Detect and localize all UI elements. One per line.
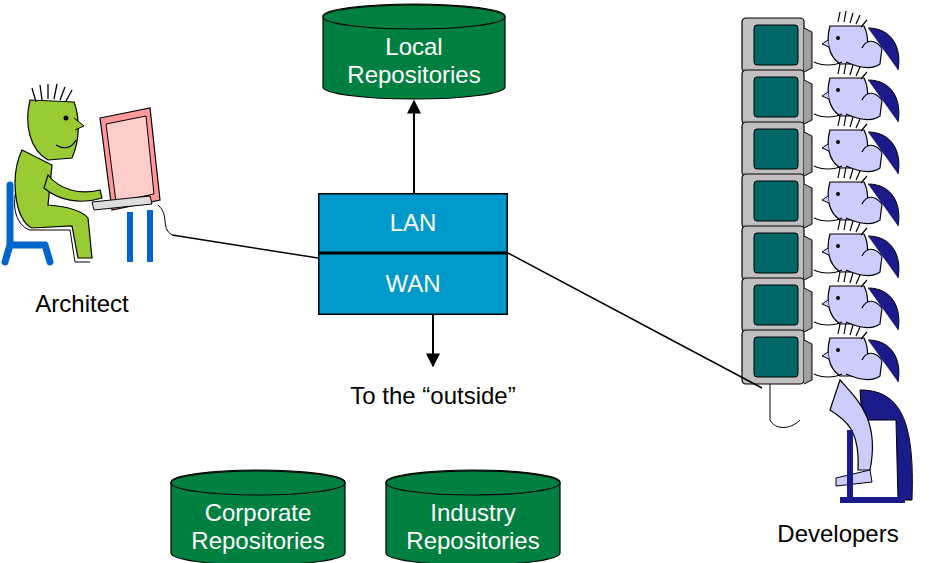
- repository-cylinder: Corporate Repositories: [170, 470, 346, 563]
- node-text: WAN: [385, 270, 440, 298]
- actor-label: Developers: [775, 520, 900, 548]
- actor-label: Architect: [33, 290, 130, 318]
- architect-figure: [5, 84, 172, 262]
- developers-wire: [508, 253, 762, 388]
- outside-arrow: [432, 315, 434, 366]
- architect-wire: [172, 235, 318, 258]
- network-box: LAN: [318, 193, 508, 253]
- network-box: WAN: [318, 253, 508, 315]
- node-text: Local Repositories: [330, 33, 498, 89]
- developers-figures: [742, 11, 912, 500]
- repository-cylinder: Industry Repositories: [385, 470, 561, 563]
- node-text: Corporate Repositories: [178, 499, 338, 555]
- node-text: LAN: [390, 209, 437, 237]
- direction-label: To the “outside”: [348, 382, 517, 410]
- repository-cylinder: Local Repositories: [322, 4, 506, 100]
- arrow-connector: [413, 101, 415, 193]
- node-text: Industry Repositories: [393, 499, 553, 555]
